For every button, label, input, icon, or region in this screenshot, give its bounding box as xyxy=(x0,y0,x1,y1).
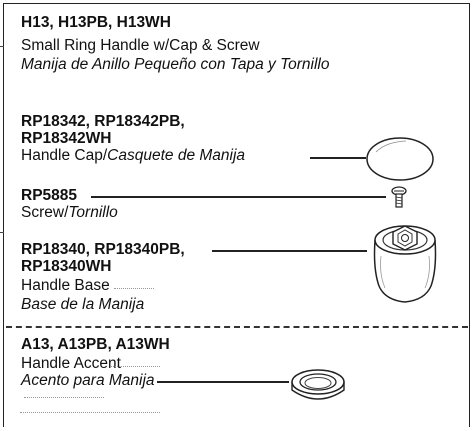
part-name-es: Manija de Anillo Pequeño con Tapa y Torn… xyxy=(21,56,330,73)
leader-line xyxy=(310,157,366,159)
edge-tick xyxy=(0,46,4,47)
part-name-handle-base: Handle Base xyxy=(21,277,110,294)
part-name-base-es: Base de la Manija xyxy=(21,296,145,313)
dotted-rule xyxy=(114,288,154,289)
part-number-rp18342: RP18342, RP18342PB, xyxy=(21,113,185,130)
dotted-rule xyxy=(110,366,160,367)
part-name-accent-es: Acento para Manija xyxy=(21,372,155,389)
leader-line xyxy=(212,250,367,252)
parts-frame xyxy=(3,3,470,427)
dotted-rule xyxy=(20,412,160,413)
section-divider xyxy=(6,326,468,328)
part-number-h13: H13, H13PB, H13WH xyxy=(21,14,171,31)
handle-accent-ring-icon xyxy=(291,369,345,400)
part-number-rp18340: RP18340, RP18340PB, xyxy=(21,241,185,258)
screw-icon xyxy=(391,186,407,208)
leader-line xyxy=(157,381,289,383)
edge-tick xyxy=(0,232,4,233)
part-name-handle-cap: Handle Cap/Casquete de Manija xyxy=(21,147,246,164)
part-name-handle-accent: Handle Accent xyxy=(21,355,121,372)
part-number-rp18342-cont: RP18342WH xyxy=(21,130,112,147)
part-number-a13: A13, A13PB, A13WH xyxy=(21,336,170,353)
handle-base-icon xyxy=(373,225,437,303)
leader-line xyxy=(91,196,386,198)
handle-cap-icon xyxy=(366,137,434,181)
dotted-rule xyxy=(24,397,104,398)
part-number-rp5885: RP5885 xyxy=(21,187,78,204)
part-name-screw: Screw/Tornillo xyxy=(21,204,118,221)
part-number-rp18340-cont: RP18340WH xyxy=(21,258,112,275)
part-name-en: Small Ring Handle w/Cap & Screw xyxy=(21,37,260,54)
